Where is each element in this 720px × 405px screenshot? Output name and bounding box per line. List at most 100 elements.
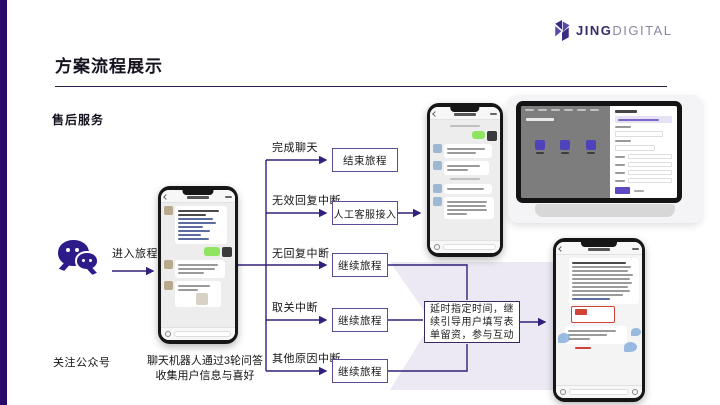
more-icon [490,113,497,115]
branch-condition-5: 其他原因中断 [272,353,341,365]
chat-message [433,161,497,175]
chat-bubble-with-image [175,281,221,307]
coupon-card [571,306,615,349]
desktop-mockup [508,95,702,223]
form-row [614,154,672,159]
decor-blue-shape [631,328,641,336]
chat-message-outgoing [433,131,497,141]
follow-account-label: 关注公众号 [53,357,111,369]
back-icon [558,246,564,252]
phone-notch [580,242,618,247]
wechat-eye [66,248,70,252]
chat-input-bar [556,385,642,398]
journey-nodes [521,140,610,150]
builder-toolbar [521,106,610,114]
brand-bold: JING [576,23,613,38]
result-box-end-journey: 结束旅程 [332,148,398,172]
voice-icon [434,244,440,250]
timestamp [450,125,480,127]
coupon-tag [575,309,587,315]
more-icon [632,248,639,250]
chat-title-bar [454,113,476,116]
result-box-continue-3: 继续旅程 [332,359,388,383]
wechat-icon [58,238,106,282]
chat-input-bar [430,240,500,253]
chat-message [164,206,232,244]
builder-heading [526,118,554,121]
panel-title-bar [614,110,637,113]
avatar [433,184,442,193]
form-row [614,170,672,175]
phone-notch [182,190,214,195]
title-divider [55,86,667,87]
chatbot-phone-mockup [158,186,238,344]
field-input [614,145,655,151]
text-field [174,331,231,337]
journey-builder-screen [521,106,677,198]
result-box-continue-2: 继续旅程 [332,308,388,332]
builder-canvas-panel [521,106,610,198]
avatar [164,206,173,215]
wechat-eye [89,259,92,262]
panel-actions [614,187,672,194]
branch-condition-2: 无效回复中断 [272,195,341,207]
section-label: 售后服务 [52,113,105,127]
branch-condition-4: 取关中断 [272,302,318,314]
avatar [433,197,442,206]
voice-icon [560,389,566,395]
text-field [443,244,496,250]
avatar [433,144,442,153]
chatbot-caption: 聊天机器人通过3轮问答收集用户信息与喜好 [146,355,264,382]
chat-message [164,281,232,307]
field-label [614,140,631,142]
monitor-stand [535,204,675,217]
chat-message-outgoing [164,247,232,257]
journey-node-icon [560,140,571,150]
result-box-continue-1: 继续旅程 [332,253,388,277]
chat-message [433,144,497,158]
chat-message [433,184,497,194]
form-row [614,178,672,183]
timestamp [450,178,480,180]
brand-light: DIGITAL [612,23,673,38]
result-box-human-agent: 人工客服接入 [332,201,398,225]
avatar [164,281,173,290]
qr-thumbnail [222,247,232,257]
chat-body [161,203,235,313]
phone-notch [450,107,480,112]
decor-blue-shape [558,333,570,343]
journey-node-icon [534,140,545,150]
back-icon [432,111,438,117]
followup-phone-screen [556,242,642,398]
brand-text: JINGDIGITAL [576,23,672,38]
qr-thumbnail [487,131,497,141]
wechat-eye [75,248,79,252]
primary-button [614,187,630,194]
text-field [569,389,629,395]
chat-title-bar [187,196,209,199]
chat-bubble [444,144,492,158]
enter-journey-label: 进入旅程 [112,248,158,260]
chat-body [430,120,500,225]
voice-icon [165,331,171,337]
page-title: 方案流程展示 [55,57,163,76]
builder-config-panel [610,106,677,198]
chat-navbar [161,190,235,203]
chat-body [556,255,642,352]
back-icon [163,194,169,200]
agent-phone-mockup [427,103,503,257]
form-row [614,162,672,167]
monitor-bezel [516,101,682,203]
wechat-eye [82,259,85,262]
jingdigital-logo: JINGDIGITAL [553,20,672,41]
chat-bubble-menu [175,206,227,244]
wechat-bubble-small [75,251,99,271]
image-thumbnail [196,293,208,305]
avatar [164,260,173,269]
chat-bubble [444,197,494,219]
field-label [614,126,631,128]
chat-title-bar [588,248,610,251]
chat-bubble [565,326,641,352]
decor-blue-shape [624,342,637,352]
